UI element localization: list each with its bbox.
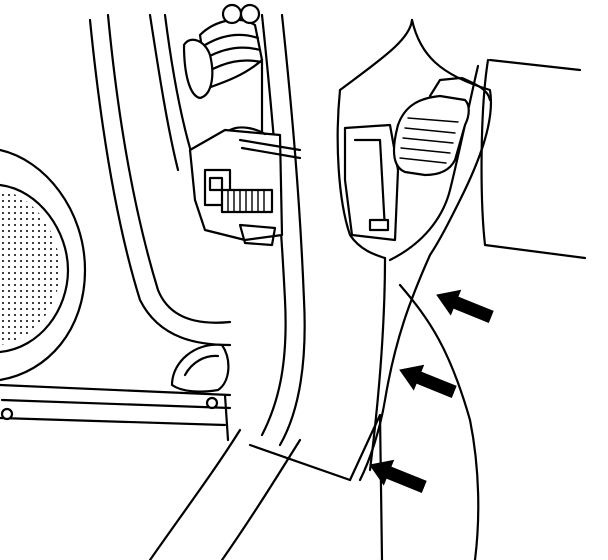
arrow-pointing-left-icon <box>369 459 427 493</box>
door-sill-plate <box>148 413 384 560</box>
location-arrows <box>369 289 494 493</box>
arrow-pointing-left-icon <box>436 289 494 323</box>
parking-brake-release-handle <box>343 123 400 242</box>
door-speaker-grille <box>0 148 87 382</box>
floor-panel <box>398 58 587 560</box>
pedal-pad <box>392 76 492 177</box>
wiring-harness-boot <box>182 3 264 100</box>
door-latch-striker <box>188 126 302 247</box>
door-pull-cup <box>170 343 230 393</box>
door-panel <box>0 13 232 442</box>
arrow-pointing-left-icon <box>399 364 457 398</box>
latch-ratchet <box>220 188 274 214</box>
